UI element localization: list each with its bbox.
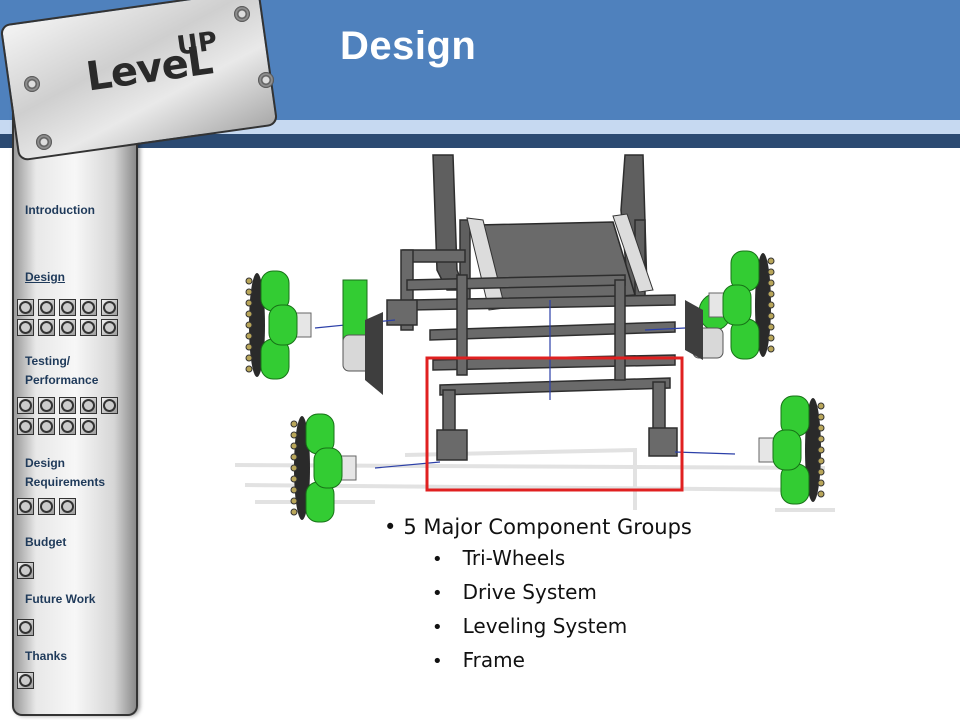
slide-thumbnail-icon[interactable] — [17, 672, 34, 689]
nav-design-requirements[interactable]: Design Requirements — [25, 454, 105, 492]
tri-wheel-assemblies — [245, 250, 825, 523]
slide-chips-future[interactable] — [17, 619, 34, 636]
drive-motor-left — [342, 279, 383, 395]
slide-chips-design-row1[interactable] — [17, 299, 118, 316]
header-stripe-dark — [0, 134, 960, 148]
slide-thumbnail-icon[interactable] — [59, 418, 76, 435]
axle-lines — [314, 300, 736, 469]
bullet-heading: 5 Major Component Groups — [384, 512, 691, 542]
nav-label-line: Performance — [25, 373, 99, 387]
slide-thumbnail-icon[interactable] — [17, 619, 34, 636]
slide-thumbnail-icon[interactable] — [38, 498, 55, 515]
slide-chips-requirements[interactable] — [17, 498, 76, 515]
slide-thumbnail-icon[interactable] — [59, 319, 76, 336]
slide-thumbnail-icon[interactable] — [38, 319, 55, 336]
bullet-item: Drive System — [432, 576, 692, 610]
tri-wheel — [290, 413, 357, 523]
bolt-icon — [234, 6, 250, 22]
slide-thumbnail-icon[interactable] — [59, 299, 76, 316]
leveling-rail-right — [612, 213, 654, 293]
slide-chips-testing-row1[interactable] — [17, 397, 118, 414]
slide-thumbnail-icon[interactable] — [38, 418, 55, 435]
sidebar-metal-bar — [12, 70, 138, 716]
slide-thumbnail-icon[interactable] — [80, 319, 97, 336]
bolt-icon — [258, 72, 274, 88]
cad-assembly-image — [234, 154, 835, 523]
slide-chips-budget[interactable] — [17, 562, 34, 579]
nav-budget[interactable]: Budget — [25, 535, 67, 549]
bullet-list: 5 Major Component Groups Tri-Wheels Driv… — [384, 512, 692, 678]
slide-thumbnail-icon[interactable] — [17, 562, 34, 579]
nav-design[interactable]: Design — [25, 270, 66, 284]
slide-thumbnail-icon[interactable] — [101, 299, 118, 316]
tri-wheel — [758, 395, 825, 505]
slide-thumbnail-icon[interactable] — [17, 498, 34, 515]
nav-label-line: Requirements — [25, 475, 106, 489]
slide-thumbnail-icon[interactable] — [17, 418, 34, 435]
nav-thanks[interactable]: Thanks — [25, 649, 68, 663]
slide-chips-thanks[interactable] — [17, 672, 34, 689]
slide-thumbnail-icon[interactable] — [101, 397, 118, 414]
slide-thumbnail-icon[interactable] — [59, 397, 76, 414]
slide-thumbnail-icon[interactable] — [80, 299, 97, 316]
nav-label-line: Design — [25, 456, 66, 470]
bolt-icon — [24, 76, 40, 92]
slide-thumbnail-icon[interactable] — [59, 498, 76, 515]
nav-testing-performance[interactable]: Testing/ Performance — [25, 352, 98, 390]
slide-title: Design — [340, 24, 477, 68]
slide-thumbnail-icon[interactable] — [17, 319, 34, 336]
nav-label-line: Testing/ — [25, 354, 71, 368]
slide-thumbnail-icon[interactable] — [101, 319, 118, 336]
nav-introduction[interactable]: Introduction — [25, 203, 95, 217]
bullet-item: Tri-Wheels — [432, 542, 692, 576]
slide-thumbnail-icon[interactable] — [38, 397, 55, 414]
slide-chips-testing-row2[interactable] — [17, 418, 97, 435]
slide-thumbnail-icon[interactable] — [17, 299, 34, 316]
slide-thumbnail-icon[interactable] — [80, 397, 97, 414]
logo-superscript: UP — [175, 26, 220, 62]
tri-wheel — [245, 270, 312, 380]
bullet-item: Frame — [432, 644, 692, 678]
slide-thumbnail-icon[interactable] — [38, 299, 55, 316]
slide-chips-design-row2[interactable] — [17, 319, 118, 336]
frame-highlight-box — [425, 356, 684, 492]
tri-wheel — [708, 250, 775, 360]
bullet-item: Leveling System — [432, 610, 692, 644]
slide-thumbnail-icon[interactable] — [80, 418, 97, 435]
bolt-icon — [36, 134, 52, 150]
nav-future-work[interactable]: Future Work — [25, 592, 96, 606]
slide-thumbnail-icon[interactable] — [17, 397, 34, 414]
